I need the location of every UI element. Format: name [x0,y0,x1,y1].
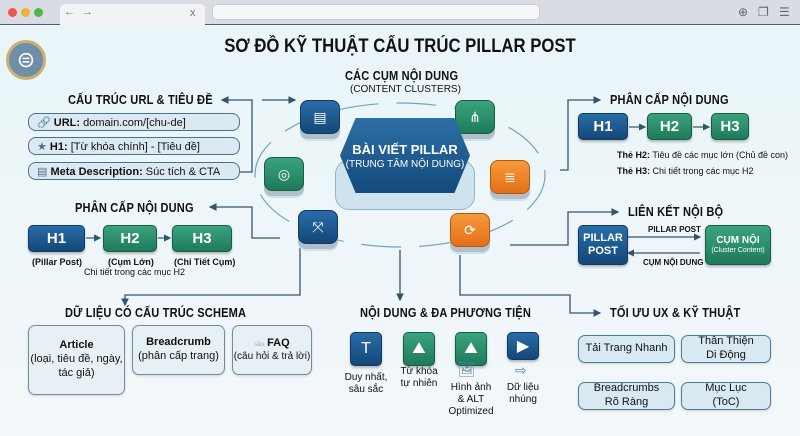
cluster-refresh-icon: ⟳ [450,213,490,247]
browser-tab[interactable]: ← → x [60,4,205,25]
hierarchy-left-heading: PHÂN CẤP NỘI DUNG [75,200,194,215]
gallery-icon: 🖼 [458,361,476,377]
link-icon: 🔗 [37,117,54,129]
hierarchy-right-heading: PHÂN CẤP NỘI DUNG [610,92,729,107]
note-text: Chi tiết trong các mục H2 [650,166,754,176]
logo-globe-icon: ⊜ [6,40,46,80]
faint-text: sâu [254,341,264,348]
schema-article-box: Article(loại, tiêu đề, ngày, tác giả) [28,325,125,395]
h3-box: H3 [172,225,232,252]
box-line: (Cluster Content) [711,246,765,254]
item-label: H1: [49,141,68,153]
page-title: SƠ ĐỒ KỸ THUẬT CẤU TRÚC PILLAR POST [224,36,576,57]
address-bar[interactable] [212,4,540,20]
maximize-window-button[interactable] [34,8,43,17]
ux-item: Tải Trang Nhanh [578,335,675,363]
clusters-subheading: (CONTENT CLUSTERS) [350,84,461,95]
forward-icon[interactable]: → [82,6,93,18]
item-label: URL: [53,117,81,129]
h3-label: (Chi Tiết Cụm) [174,257,236,267]
schema-heading: DỮ LIỆU CÓ CẤU TRÚC SCHEMA [65,305,247,320]
ux-heading: TỐI ƯU UX & KỸ THUẬT [610,305,741,320]
cluster-list-icon: ≣ [490,160,530,194]
box-title: FAQ [267,336,290,349]
h1-box: H1 [578,113,628,140]
meta-description-item: ▤ Meta Description: Súc tích & CTA [28,162,240,180]
h2-note: Thẻ H2: Tiêu đề các mục lớn (Chủ đề con) [617,150,788,160]
arrow-label-bottom: CỤM NỘI DUNG [643,258,704,267]
image-icon: ⛰ [403,332,435,366]
item-value: Súc tích & CTA [142,166,221,178]
schema-breadcrumb-box: Breadcrumb(phân cấp trang) [132,325,225,375]
tab-close-button[interactable]: x [190,7,196,19]
embed-arrow-icon: ⇨ [515,362,527,378]
browser-toolbar: ← → x ⊕ ❐ ☰ [0,0,800,25]
note-label: Thẻ H2: [617,150,651,160]
box-line: CỤM NỘI [716,234,760,246]
h1-label: (Pillar Post) [32,257,83,267]
back-icon[interactable]: ← [64,6,75,18]
text-document-icon: T [350,332,382,366]
note-text: Tiêu đề các mục lớn (Chủ đề con) [650,150,788,160]
box-title: Article [59,339,94,352]
close-window-button[interactable] [8,8,17,17]
url-section-heading: CẤU TRÚC URL & TIÊU ĐỀ [68,92,213,107]
box-desc: (phân cấp trang) [138,350,219,362]
media-label: Từ khóa tự nhiên [400,366,438,389]
internal-links-heading: LIÊN KẾT NỘI BỘ [628,204,724,219]
image-icon: ⛰ [455,332,487,366]
media-label: Dữ liệu nhúng [506,382,540,405]
pillar-hub: BÀI VIẾT PILLAR (TRUNG TÂM NỘI DUNG) [340,118,470,193]
url-item: 🔗 URL: domain.com/[chu-de] [28,113,240,131]
media-label: Hình ảnh & ALT Optimized [448,382,494,417]
h2-box: H2 [647,113,692,140]
h3-note: Thẻ H3: Chi tiết trong các mục H2 [617,166,754,176]
document-icon: ▤ [37,166,51,178]
cluster-content-box: CỤM NỘI(Cluster Content) [705,225,771,265]
ux-item: Breadcrumbs Rõ Ràng [578,382,675,410]
item-value: domain.com/[chu-de] [80,117,186,129]
globe-icon[interactable]: ⊕ [738,5,749,19]
connector [220,96,253,173]
ux-item: Mục Lục (ToC) [681,382,771,410]
minimize-window-button[interactable] [21,8,30,17]
schema-faq-box: sâu FAQ(câu hỏi & trả lời) [232,325,312,375]
star-icon: ★ [37,141,50,153]
cluster-expand-icon: ⤧ [298,210,338,244]
box-line: POST [588,245,618,257]
arrow-label-top: PILLAR POST [648,225,701,234]
box-line: PILLAR [583,231,623,244]
media-heading: NỘI DUNG & ĐA PHƯƠNG TIỆN [360,305,532,320]
ux-item: Thân Thiện Di Động [681,335,771,363]
copy-icon[interactable]: ❐ [758,5,769,19]
clusters-heading: CÁC CỤM NỘI DUNG [345,68,459,83]
cluster-network-icon: ⋔ [455,100,495,134]
h2-box: H2 [103,225,157,252]
hierarchy-note: Chi tiết trong các mục H2 [84,267,186,277]
item-label: Meta Description: [50,166,143,178]
h2-label: (Cụm Lớn) [108,257,154,267]
h1-item: ★ H1: [Từ khóa chính] - [Tiêu đề] [28,137,240,155]
box-title: Breadcrumb [146,336,211,349]
box-desc: (loại, tiêu đề, ngày, tác giả) [30,353,123,379]
cluster-seo-icon: ◎ [264,157,304,191]
item-value: [Từ khóa chính] - [Tiêu đề] [67,141,200,153]
note-label: Thẻ H3: [617,166,651,176]
hub-title: BÀI VIẾT PILLAR [352,141,458,157]
menu-icon[interactable]: ☰ [779,5,790,19]
h3-box: H3 [711,113,749,140]
media-label: Duy nhất, sâu sắc [344,372,388,395]
video-icon: ▶ [507,332,539,360]
cluster-document-icon: ▤ [300,100,340,134]
hub-subtitle: (TRUNG TÂM NỘI DUNG) [345,158,465,170]
h1-box: H1 [28,225,85,252]
box-desc: (câu hỏi & trả lời) [233,350,311,362]
